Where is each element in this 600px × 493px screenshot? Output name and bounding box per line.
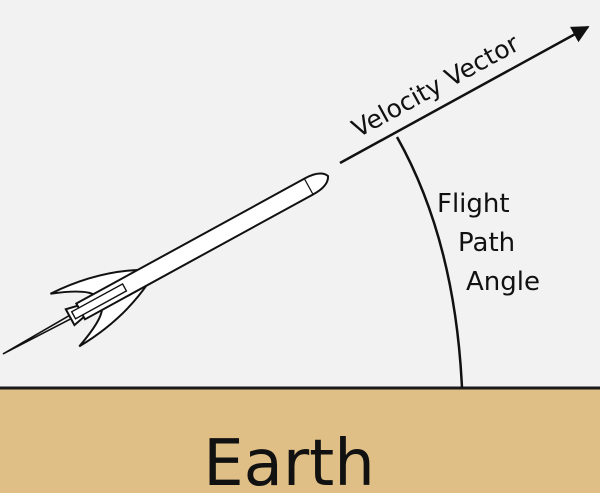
rocket-nose-seam (303, 178, 314, 195)
flight-path-angle-label-line-2: Path (458, 228, 515, 258)
earth-label: Earth (203, 427, 375, 493)
rocket-fin-lower (50, 268, 141, 296)
velocity-vector-label: Velocity Vector (347, 28, 524, 143)
flight-path-angle-label-line-3: Angle (466, 267, 540, 297)
earth-ground (0, 388, 600, 493)
rocket-exhaust (2, 310, 79, 355)
flight-path-angle-label-line-1: Flight (437, 189, 510, 219)
rocket (2, 172, 330, 355)
velocity-vector-arrow (339, 25, 590, 165)
rocket-fin-upper (78, 282, 149, 348)
flight-path-angle-arc (395, 136, 464, 389)
rocket-fin-center (70, 282, 128, 320)
